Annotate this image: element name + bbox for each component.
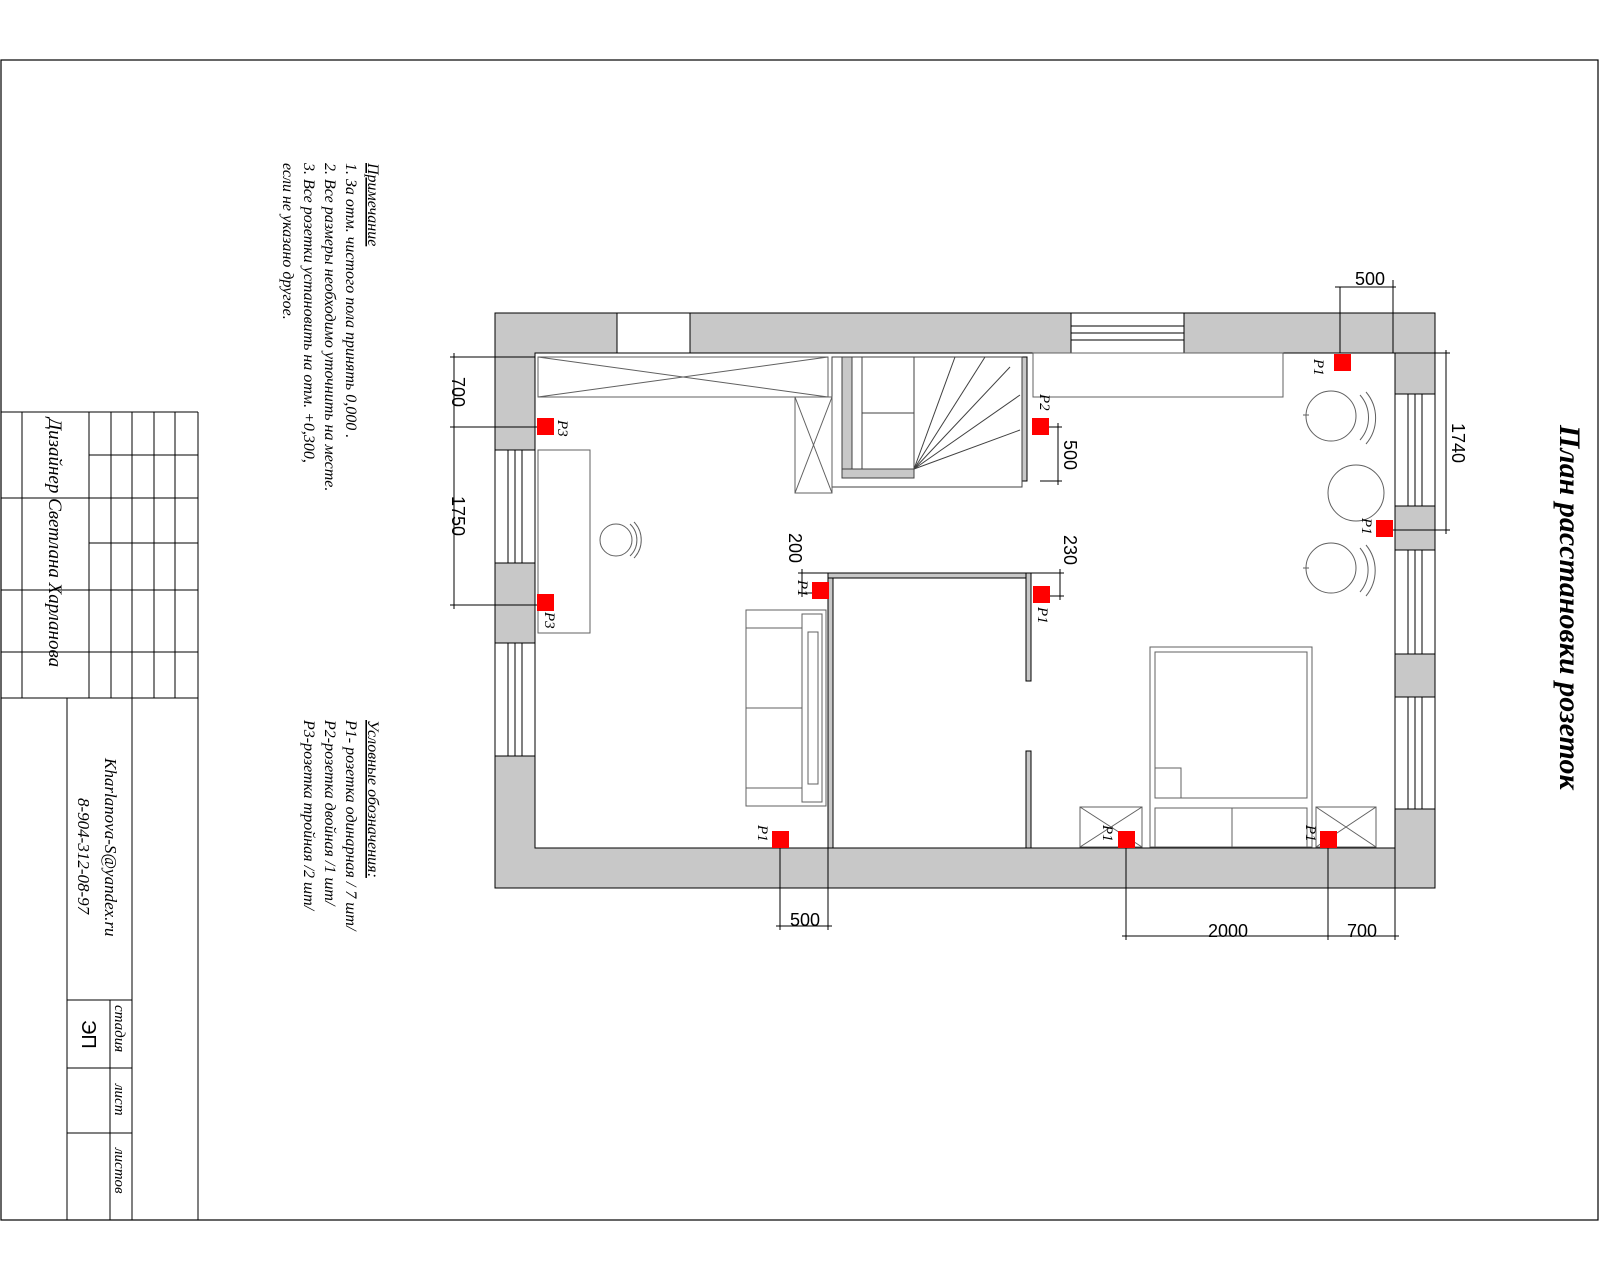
- socket-p1-bottom-left: [772, 831, 789, 848]
- dim-left-top: 700: [448, 377, 468, 407]
- sheet-label: лист: [111, 1083, 127, 1116]
- stage-value: ЭП: [77, 1020, 99, 1049]
- notes-block: Примечание 1. За отм. чистого пола приня…: [279, 162, 381, 491]
- title-block: [1, 411, 199, 1220]
- notes-line-2: 2. Все размеры необходимо уточнить на ме…: [321, 163, 338, 491]
- desk-chair: [599, 521, 642, 559]
- socket-label: Р1: [1310, 358, 1326, 376]
- socket-p2-stair: [1032, 418, 1049, 435]
- socket-labels: Р1 Р1 Р1 Р1 Р1 Р1 Р1 Р2 Р3 Р3: [541, 358, 1374, 842]
- designer-name: Дизайнер Светлана Харланова: [44, 416, 65, 667]
- notes-line-4: если не указано другое.: [279, 163, 296, 320]
- legend-line-p3: Р3-розетка тройная /2 шт/: [300, 719, 317, 912]
- window-top-right: [1070, 312, 1185, 354]
- window-right-1: [1394, 393, 1436, 507]
- legend-heading: Условные обозначения:: [364, 720, 381, 878]
- outer-walls: [494, 312, 1436, 889]
- window-left-1: [494, 449, 536, 564]
- legend-block: Условные обозначения: Р1- розетка одинар…: [300, 719, 381, 932]
- socket-label: Р1: [1034, 606, 1050, 624]
- designer-email: Kharlanova-S@yandex.ru: [101, 757, 120, 937]
- dining-set: [1303, 390, 1385, 597]
- dim-bottom-left: 500: [790, 910, 820, 930]
- dim-left: 1750: [448, 496, 468, 536]
- socket-p3-desk-bottom: [537, 594, 554, 611]
- socket-markers: [537, 354, 1393, 848]
- socket-p3-desk-top: [537, 418, 554, 435]
- socket-p1-bed-right: [1320, 831, 1337, 848]
- staircase: [831, 356, 1023, 488]
- socket-label: Р1: [1099, 824, 1115, 842]
- floor-plan: 500 1740 700 1750 500 200 230 500 2000 7…: [448, 269, 1468, 941]
- dim-sofa-socket: 200: [785, 533, 805, 563]
- window-top-left: [616, 312, 691, 354]
- dim-right: 1740: [1448, 423, 1468, 463]
- dim-bottom-right: 700: [1347, 921, 1377, 941]
- stage-label: стадия: [111, 1005, 127, 1052]
- interior-walls: [827, 356, 1032, 849]
- socket-p1-dining-top: [1334, 354, 1351, 371]
- socket-label: Р1: [754, 824, 770, 842]
- sheets-label: листов: [111, 1147, 127, 1194]
- dimension-lines: [450, 280, 1450, 940]
- socket-p1-bed-left: [1118, 831, 1135, 848]
- socket-label: Р2: [1036, 393, 1052, 411]
- bed: [1149, 646, 1313, 848]
- dim-top-right: 500: [1355, 269, 1385, 289]
- window-right-2: [1394, 549, 1436, 655]
- page-title: План расстановки розеток: [1553, 424, 1586, 790]
- dim-bottom-bed: 2000: [1208, 921, 1248, 941]
- notes-line-1: 1. За отм. чистого пола принять 0,000 .: [342, 163, 359, 438]
- dim-stair-socket: 500: [1060, 440, 1080, 470]
- designer-phone: 8-904-312-08-97: [74, 798, 93, 916]
- built-ins: [537, 352, 1377, 848]
- legend-line-p1: Р1- розетка одинарная / 7 шт/: [342, 719, 359, 932]
- notes-line-3: 3. Все розетки установить на отм. +0,300…: [300, 162, 317, 463]
- socket-label: Р1: [1302, 824, 1318, 842]
- socket-label: Р3: [554, 419, 570, 437]
- notes-heading: Примечание: [364, 162, 381, 246]
- socket-p1-dining-right: [1376, 520, 1393, 537]
- sheet-frame: [0, 59, 1599, 1221]
- socket-label: Р3: [541, 611, 557, 629]
- dim-door-socket: 230: [1060, 535, 1080, 565]
- socket-label: Р1: [794, 579, 810, 597]
- desk: [537, 449, 591, 634]
- window-right-3: [1394, 696, 1436, 810]
- legend-line-p2: Р2-розетка двойная /1 шт/: [321, 719, 338, 907]
- socket-p1-door: [1033, 586, 1050, 603]
- sofa: [745, 609, 827, 807]
- socket-p1-sofa-wall: [812, 582, 829, 599]
- window-left-2: [494, 642, 536, 757]
- socket-label: Р1: [1358, 517, 1374, 535]
